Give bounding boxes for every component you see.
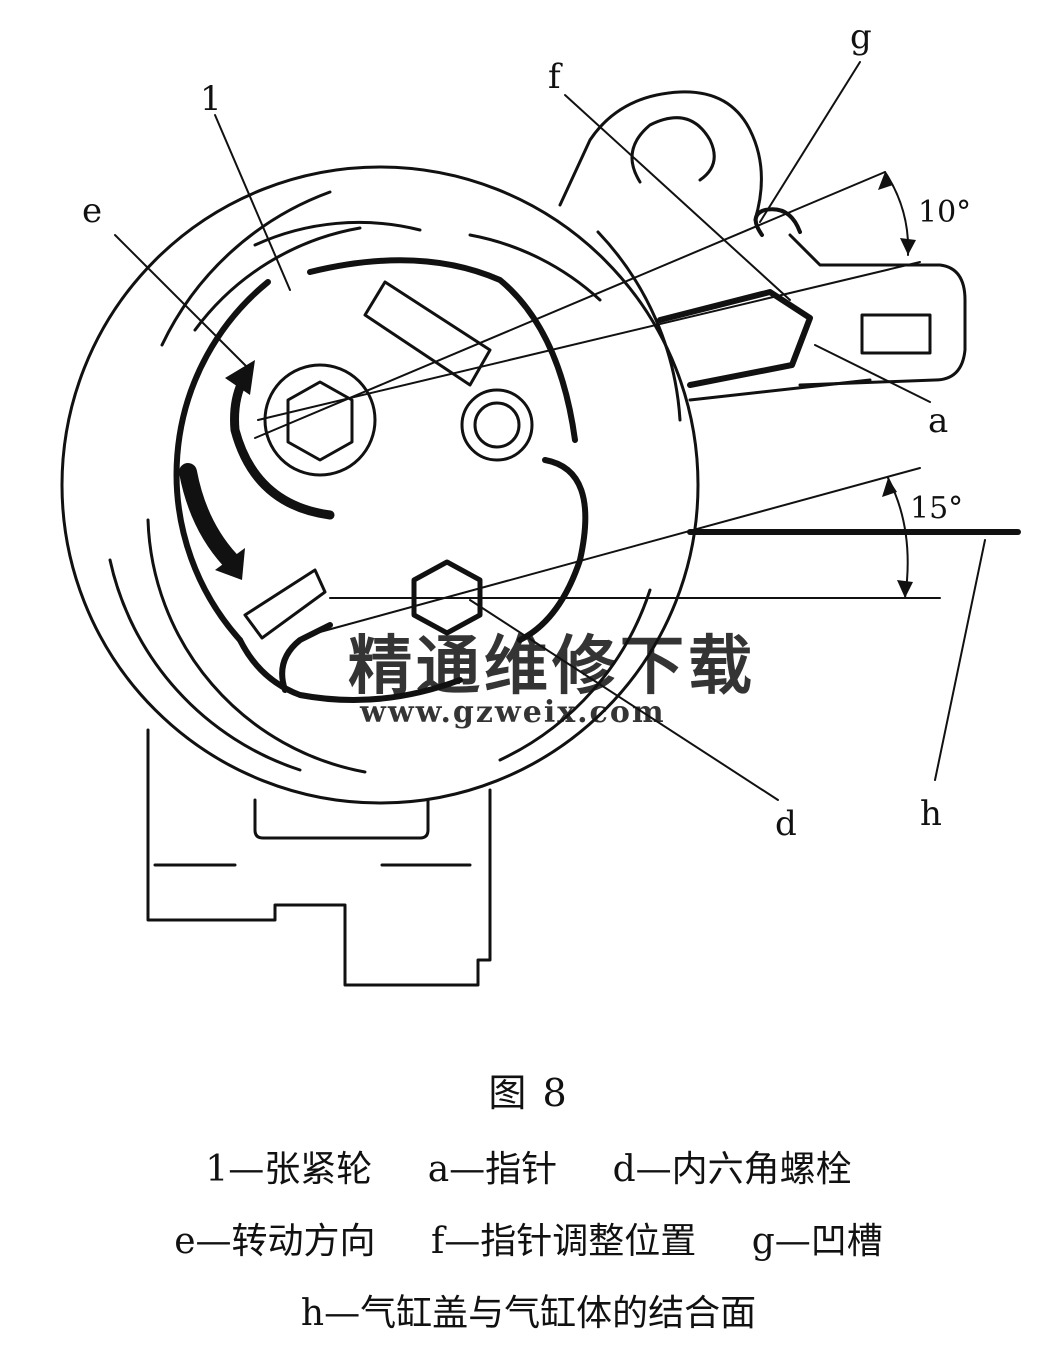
tensioner-diagram: 精通维修下载 www.gzweix.com 1 e f g a d h 10° … xyxy=(60,17,1021,987)
legend-item: d—内六角螺栓 xyxy=(612,1149,852,1190)
label-e: e xyxy=(82,191,102,231)
legend-item: e—转动方向 xyxy=(174,1221,376,1262)
watermark-url: www.gzweix.com xyxy=(359,695,666,730)
dim-arrow-15-bottom xyxy=(897,580,913,598)
dim-arrow-10-bottom xyxy=(900,238,916,255)
label-a: a xyxy=(928,401,948,441)
pulley-rings xyxy=(60,165,700,805)
legend-row-2: e—转动方向 f—指针调整位置 g—凹槽 xyxy=(0,1212,1057,1264)
label-g: g xyxy=(850,17,872,57)
angle-10: 10° xyxy=(918,195,971,230)
label-h: h xyxy=(920,794,942,834)
rotation-arrows xyxy=(179,367,335,569)
legend-row-3: h—气缸盖与气缸体的结合面 xyxy=(0,1284,1057,1336)
pointer-a xyxy=(657,289,872,402)
upper-bracket xyxy=(558,90,967,387)
watermark-text: 精通维修下载 xyxy=(348,629,756,704)
arrow-head-lower xyxy=(215,548,245,580)
legend-item: g—凹槽 xyxy=(751,1221,883,1262)
label-1: 1 xyxy=(200,79,222,119)
bearing xyxy=(460,388,534,462)
center-hex-bolt xyxy=(263,363,377,477)
dim-arrow-10-top xyxy=(878,172,893,190)
reference-lines xyxy=(254,171,941,633)
legend-item: a—指针 xyxy=(427,1149,558,1190)
legend-item: 1—张紧轮 xyxy=(205,1149,373,1190)
groove-g xyxy=(753,207,802,237)
lower-bracket xyxy=(146,728,492,987)
legend-item: h—气缸盖与气缸体的结合面 xyxy=(300,1293,757,1334)
legend-item: f—指针调整位置 xyxy=(430,1221,697,1262)
dim-arrow-15-top xyxy=(882,478,897,497)
label-d: d xyxy=(775,804,797,844)
label-f: f xyxy=(548,57,563,97)
angle-15: 15° xyxy=(910,491,963,526)
hex-bolt-d xyxy=(411,559,483,636)
leader-lines xyxy=(114,61,986,801)
legend-row-1: 1—张紧轮 a—指针 d—内六角螺栓 xyxy=(0,1140,1057,1192)
figure-title: 图 8 xyxy=(488,1071,569,1115)
